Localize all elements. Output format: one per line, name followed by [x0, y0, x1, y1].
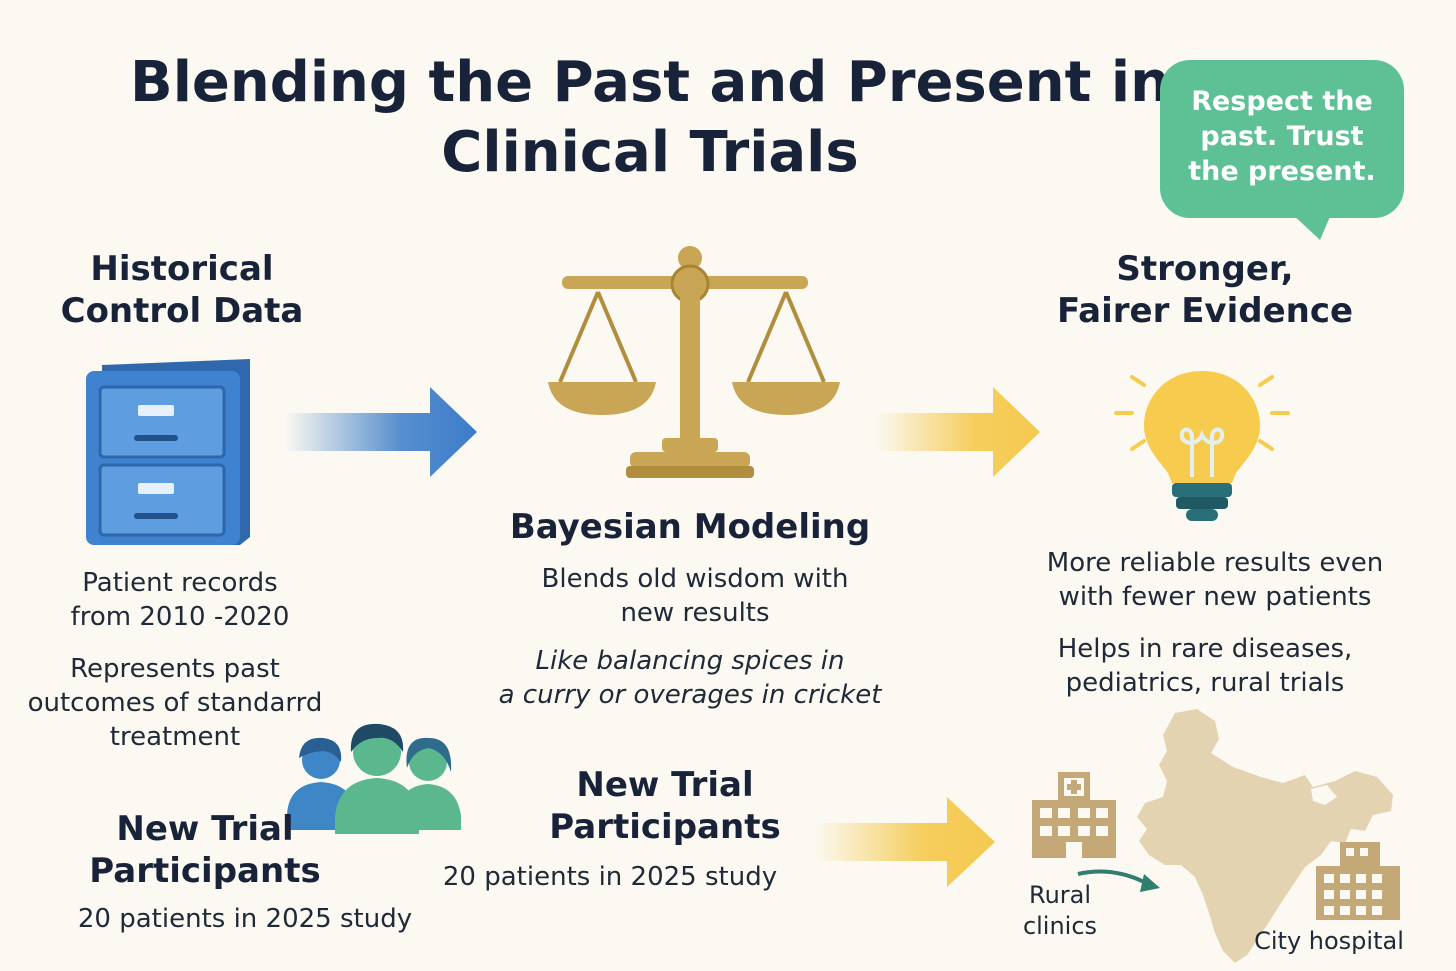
- historical-records-text: Patient records from 2010 -2020: [70, 568, 290, 632]
- lightbulb-icon: [1114, 371, 1290, 521]
- evidence-helps-text: Helps in rare diseases, pediatrics, rura…: [1057, 634, 1353, 698]
- bayesian-heading: Bayesian Modeling: [509, 507, 871, 547]
- quote-line-3: the present.: [1188, 156, 1376, 187]
- file-cabinet-icon: [86, 359, 250, 545]
- historical-description-text: Represents past outcomes of standarrd tr…: [27, 654, 323, 752]
- yellow-bottom-arrow-icon: [815, 797, 995, 887]
- blue-flow-arrow-icon: [285, 387, 477, 477]
- city-hospital-building-icon: [1316, 842, 1400, 920]
- participants-mid-heading: New Trial Participants: [549, 765, 781, 847]
- quote-line-1: Respect the: [1191, 86, 1373, 117]
- rural-to-city-arrow-icon: [1077, 869, 1160, 892]
- balance-scale-icon: [548, 246, 840, 478]
- india-map-icon: [1137, 709, 1393, 963]
- rural-clinic-building-icon: [1032, 772, 1116, 858]
- quote-bubble: Respect the past. Trust the present.: [1160, 60, 1404, 218]
- participants-left-text: 20 patients in 2025 study: [77, 904, 413, 934]
- participants-mid-text: 20 patients in 2025 study: [442, 862, 778, 892]
- bayesian-analogy-text: Like balancing spices in a curry or over…: [498, 646, 882, 710]
- rural-clinics-label: Rural clinics: [1022, 881, 1098, 940]
- page-title: Blending the Past and Present in Clinica…: [130, 50, 1170, 185]
- bayesian-description-text: Blends old wisdom with new results: [541, 564, 849, 628]
- evidence-heading: Stronger, Fairer Evidence: [1056, 249, 1354, 331]
- yellow-flow-arrow-icon: [875, 387, 1040, 477]
- participants-left-heading: New Trial Participants: [89, 809, 321, 891]
- city-hospital-label: City hospital: [1254, 927, 1404, 955]
- evidence-result-text: More reliable results even with fewer ne…: [1046, 548, 1384, 612]
- quote-bubble-tail: [1290, 212, 1332, 240]
- people-group-icon: [287, 723, 461, 834]
- quote-line-2: past. Trust: [1200, 121, 1364, 152]
- historical-heading: Historical Control Data: [60, 249, 304, 331]
